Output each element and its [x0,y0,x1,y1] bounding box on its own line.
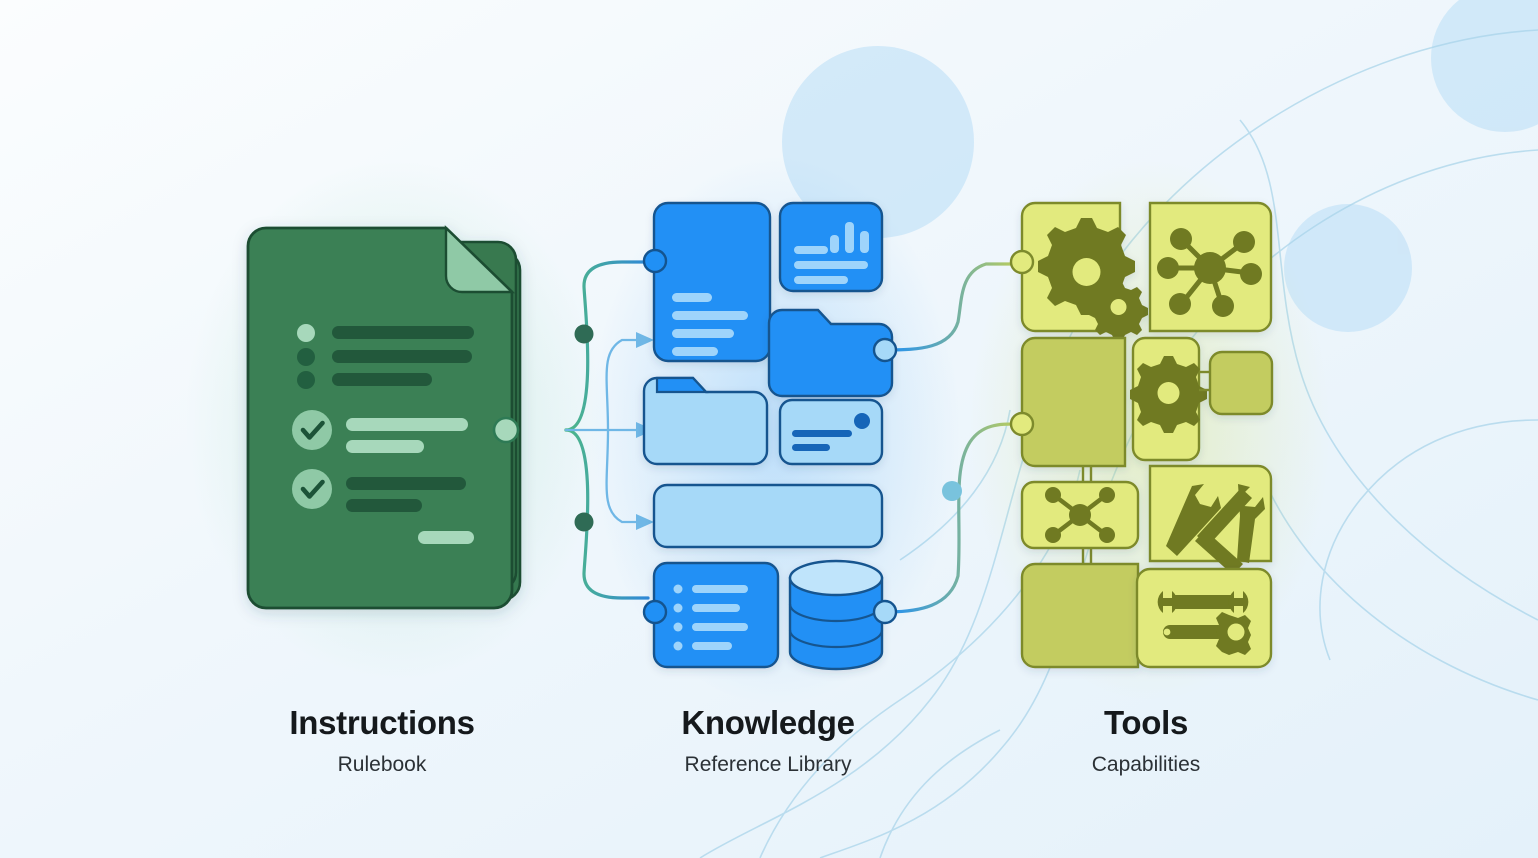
decor-circle [1284,204,1412,332]
connector-dots-left [574,324,594,532]
connector-group-left [510,260,650,600]
database-band [788,629,884,649]
knowledge-database[interactable] [788,559,884,671]
bullet-dot [297,324,315,342]
tools-connector-block-tile[interactable] [1208,350,1274,416]
tools-gears-tile[interactable] [1020,201,1148,341]
folder-icon [767,308,894,398]
knowledge-wide-bar[interactable] [652,483,884,549]
database-body [788,576,884,671]
connector-tools-bottom [884,422,1018,614]
text-line [672,347,718,356]
knowledge-output-port-top[interactable] [872,337,898,363]
knowledge-contact-card[interactable] [778,398,884,466]
wrench-screwdriver-icon [1166,484,1265,575]
text-line [794,261,868,269]
ring-spanner-icon [1163,612,1251,655]
tile-body [1208,350,1274,416]
text-line [418,531,474,544]
text-line [794,276,848,284]
check-circle [292,469,332,509]
tile-body [652,561,780,669]
text-line [672,329,734,338]
bullet-dot [297,371,315,389]
tile-body [652,201,772,363]
text-line [794,246,828,254]
folder-tab [655,376,709,394]
bullet-dot [297,348,315,366]
check-icon [300,420,325,440]
knowledge-list-card[interactable] [652,561,780,669]
tile-body [1020,336,1127,468]
tools-spanner-tile[interactable] [1135,567,1273,669]
text-line [346,418,468,431]
knowledge-document-card[interactable] [652,201,772,363]
tile-body [1135,567,1273,669]
avatar-dot [854,413,870,429]
tile-body [652,483,884,549]
connector-dot [574,512,594,532]
database-top [788,559,884,597]
text-line [332,373,432,386]
check-icon [300,479,325,499]
tools-small-gear-tile[interactable] [1130,336,1207,462]
document-content [292,324,474,544]
connector-bottom [564,428,650,600]
gear-icon-small [1089,282,1148,341]
document-fold-corner [444,225,515,294]
knowledge-input-port-bottom[interactable] [642,599,668,625]
open-wrench-icon [1157,591,1249,613]
knowledge-chart-card[interactable] [778,201,884,293]
arrow-head [636,332,654,348]
connector-arrow-branches [605,338,638,524]
tools-input-port-bottom[interactable] [1009,411,1035,437]
network-icon [1157,228,1262,317]
arrow-head [636,514,654,530]
knowledge-folder-dark[interactable] [767,308,894,398]
tools-input-port-top[interactable] [1009,249,1035,275]
tools-blank-tile-2[interactable] [1020,562,1140,669]
tools-network-node-tile[interactable] [1020,480,1140,550]
check-circle [292,410,332,450]
bar-chart-icon [830,222,869,253]
text-line [332,350,472,363]
text-line [346,499,422,512]
tools-link-lines [1081,370,1210,564]
knowledge-input-port-top[interactable] [642,248,668,274]
text-line [332,326,474,339]
gear-icon [1130,356,1207,433]
knowledge-output-port-bottom[interactable] [872,599,898,625]
text-line [672,311,748,320]
connector-group-right [884,262,1018,614]
connector-dot [942,481,962,501]
tools-network-hub-tile[interactable] [1148,201,1273,333]
knowledge-folder-light[interactable] [642,376,769,466]
connector-top [564,260,650,432]
bullet-list-icon [673,584,748,651]
text-line [672,293,712,302]
tools-blank-tile-1[interactable] [1020,336,1127,468]
instructions-output-port[interactable] [492,416,520,444]
tile-body [1020,562,1140,669]
tools-wrench-screwdriver-tile[interactable] [1148,464,1273,575]
tools-cluster[interactable] [1009,201,1274,669]
connector-tools-top [884,262,1018,352]
text-line [346,477,466,490]
folder-icon [642,376,769,466]
knowledge-cluster[interactable] [642,201,898,671]
instructions-document[interactable] [246,225,522,610]
network-icon [1045,487,1115,543]
text-line [792,444,830,451]
connector-dot [574,324,594,344]
text-line [346,440,424,453]
text-line [792,430,852,437]
